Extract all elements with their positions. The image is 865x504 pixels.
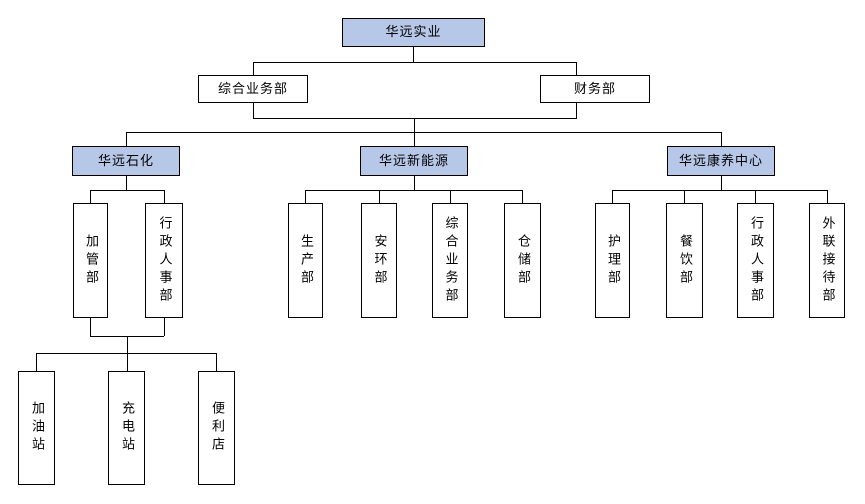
connector-to-gas-station (36, 353, 37, 371)
connector-care-center-rail (612, 190, 827, 191)
node-nursing-dept-label: 护理部 (605, 233, 620, 288)
connector-petrochemical-rail (90, 190, 164, 191)
connector-admin-hr-petro-down (164, 318, 165, 336)
node-huayuan-industry: 华远实业 (342, 18, 485, 47)
node-nursing-dept: 护理部 (595, 203, 630, 318)
node-huayuan-industry-label: 华远实业 (385, 25, 442, 40)
node-huayuan-new-energy: 华远新能源 (360, 146, 468, 176)
node-huayuan-care-center: 华远康养中心 (667, 146, 775, 176)
connector-to-production (305, 190, 306, 203)
node-warehouse-dept-label: 仓储部 (515, 233, 530, 288)
node-finance-dept: 财务部 (540, 75, 650, 103)
node-gas-mgmt-dept-label: 加管部 (83, 233, 98, 288)
node-external-liaison-dept-label: 外联接待部 (819, 215, 835, 306)
node-charging-station-label: 充电站 (119, 401, 134, 455)
node-production-dept-label: 生产部 (298, 233, 313, 288)
node-admin-hr-dept-petro-label: 行政人事部 (156, 215, 172, 306)
node-general-business-dept-ne: 综合业务部 (432, 203, 468, 318)
node-huayuan-care-center-label: 华远康养中心 (678, 153, 763, 169)
connector-level2-rail (253, 62, 576, 63)
connector-to-general-business (253, 62, 254, 75)
connector-to-convenience-store (216, 353, 217, 371)
node-safety-env-dept: 安环部 (361, 203, 397, 318)
node-finance-dept-label: 财务部 (573, 81, 616, 97)
node-gas-station: 加油站 (18, 371, 55, 485)
connector-gas-mgmt-down (90, 318, 91, 336)
node-admin-hr-dept-care-label: 行政人事部 (748, 215, 763, 306)
connector-new-energy-down (414, 176, 415, 190)
connector-finance-down (576, 103, 577, 118)
connector-outlets-rail (36, 353, 216, 354)
connector-to-petrochemical (126, 132, 127, 146)
node-gas-station-label: 加油站 (29, 401, 44, 455)
node-charging-station: 充电站 (108, 371, 145, 485)
connector-to-nursing (612, 190, 613, 203)
connector-to-admin-hr-care (755, 190, 756, 203)
node-huayuan-new-energy-label: 华远新能源 (378, 153, 449, 169)
node-catering-dept-label: 餐饮部 (677, 233, 692, 288)
node-production-dept: 生产部 (288, 203, 323, 318)
node-general-business-dept-ne-label: 综合业务部 (442, 215, 458, 306)
connector-to-care-center (721, 132, 722, 146)
connector-new-energy-rail (305, 190, 522, 191)
connector-to-finance (576, 62, 577, 75)
connector-subsidiaries-rail (126, 132, 721, 133)
connector-root-down (413, 47, 414, 62)
connector-to-warehouse (522, 190, 523, 203)
node-general-business-dept-label: 综合业务部 (217, 81, 288, 97)
node-huayuan-petrochemical-label: 华远石化 (97, 153, 154, 169)
connector-to-admin-hr-petro (164, 190, 165, 203)
node-admin-hr-dept-petro: 行政人事部 (145, 203, 183, 318)
node-convenience-store: 便利店 (198, 371, 235, 485)
node-warehouse-dept: 仓储部 (504, 203, 541, 318)
node-general-business-dept: 综合业务部 (198, 75, 308, 103)
node-gas-mgmt-dept: 加管部 (73, 203, 108, 318)
connector-merge-down (127, 336, 128, 353)
node-admin-hr-dept-care: 行政人事部 (737, 203, 774, 318)
connector-general-business-down (253, 103, 254, 118)
connector-to-external-liaison (827, 190, 828, 203)
node-safety-env-dept-label: 安环部 (371, 233, 387, 288)
node-huayuan-petrochemical: 华远石化 (72, 146, 180, 176)
connector-petrochemical-down (126, 176, 127, 190)
connector-to-safety-env (379, 190, 380, 203)
connector-to-charging-station (127, 353, 128, 371)
node-convenience-store-label: 便利店 (209, 401, 224, 455)
node-catering-dept: 餐饮部 (666, 203, 703, 318)
connector-mid-rail (253, 118, 577, 119)
connector-care-center-down (721, 176, 722, 190)
connector-to-gas-mgmt (90, 190, 91, 203)
node-external-liaison-dept: 外联接待部 (809, 203, 845, 318)
connector-to-catering (684, 190, 685, 203)
connector-to-general-business-ne (450, 190, 451, 203)
